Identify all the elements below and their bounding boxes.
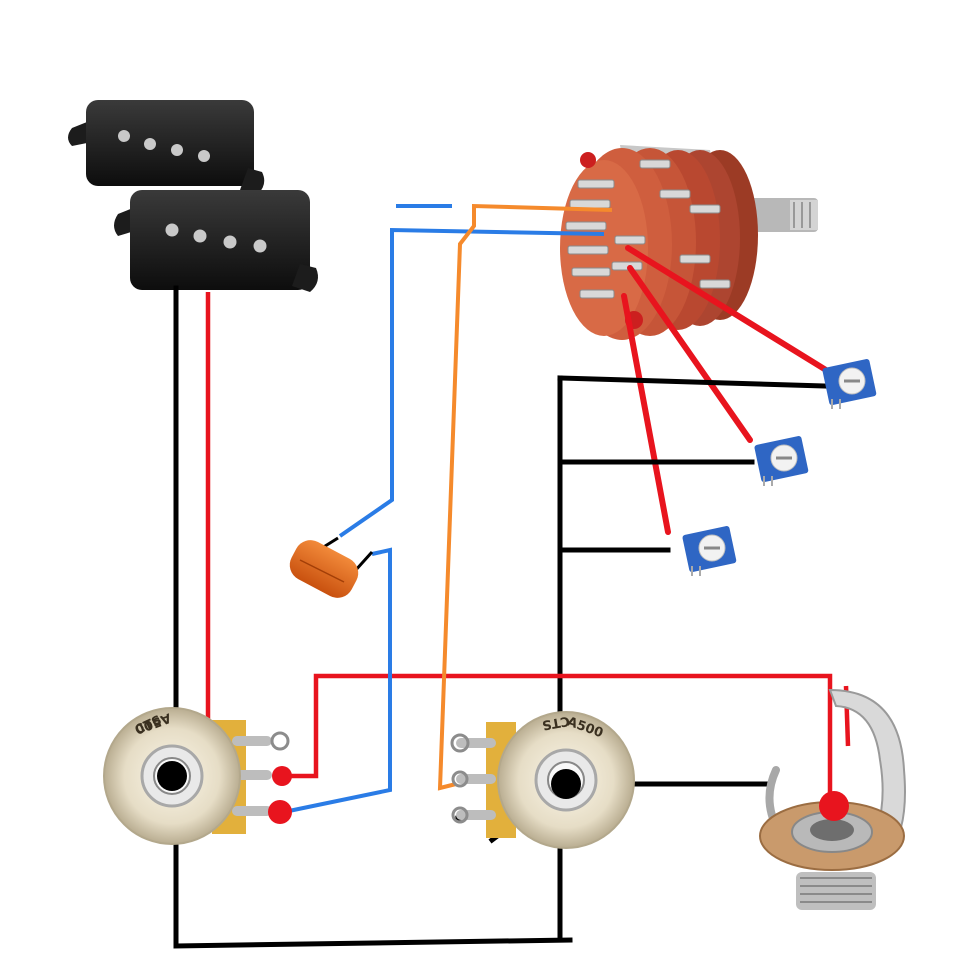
pickup-icon <box>68 100 265 194</box>
trimmer-pot-icon <box>822 359 877 409</box>
volume-pot: CTS A500 <box>103 707 290 845</box>
pickup-icon <box>114 190 318 292</box>
pickup-lower <box>114 190 318 292</box>
trimmer-3 <box>682 526 737 576</box>
blue-wire <box>283 204 605 814</box>
trimmer-pot-icon <box>682 526 737 576</box>
orange-wire <box>437 203 613 791</box>
trimmer-2 <box>754 436 809 486</box>
capacitor-icon <box>289 536 374 598</box>
trimmer-pot-icon <box>754 436 809 486</box>
solder-point <box>268 800 292 824</box>
trimmer-1 <box>822 359 877 409</box>
solder-point <box>272 766 292 786</box>
solder-point <box>551 769 581 799</box>
potentiometer-icon: A500 CTS <box>450 711 635 849</box>
rotary-switch <box>560 145 818 340</box>
rotary-switch-icon <box>560 145 818 340</box>
solder-point <box>819 791 849 821</box>
output-jack <box>759 688 906 910</box>
jack-icon <box>759 688 906 910</box>
pickup-upper <box>68 100 265 194</box>
capacitor <box>289 536 374 598</box>
tone-pot: A500 CTS <box>450 711 635 849</box>
switch-to-trimmer-wires <box>621 245 829 535</box>
ground-wire-pickup <box>173 285 573 949</box>
solder-point <box>157 761 187 791</box>
svg-text:CTS: CTS <box>541 713 571 733</box>
potentiometer-icon: CTS A500 <box>103 707 290 845</box>
